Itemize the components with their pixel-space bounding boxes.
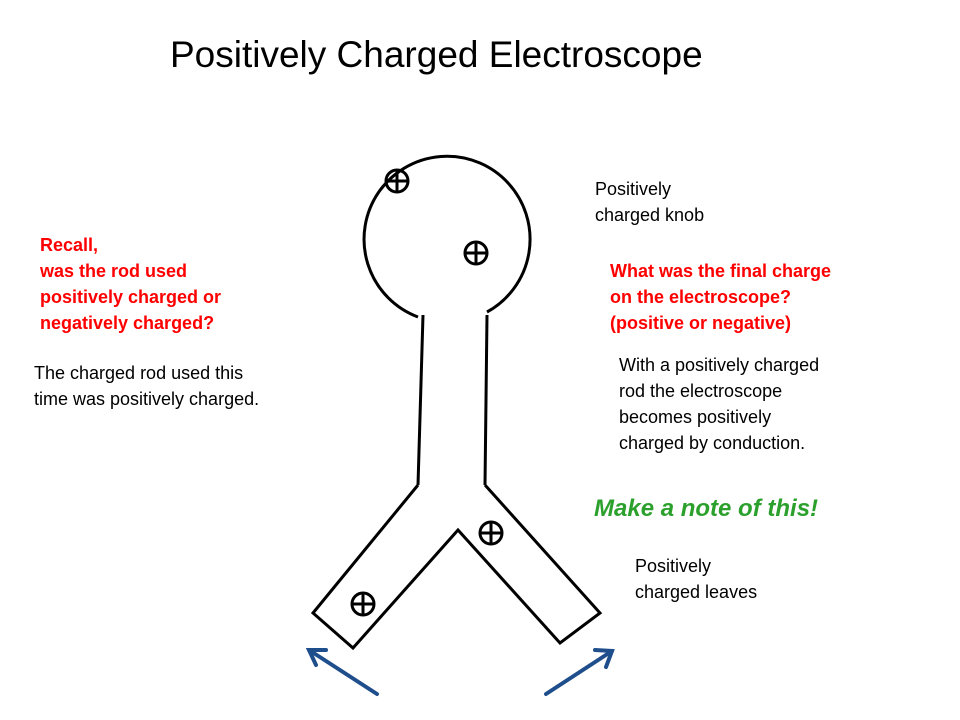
electroscope-stem-left bbox=[416, 314, 425, 486]
arrow-right-icon bbox=[544, 648, 615, 696]
positive-charge-icon bbox=[463, 240, 489, 266]
recall-question: Recall, was the rod used positively char… bbox=[40, 235, 222, 333]
positive-charge-icon bbox=[478, 520, 504, 546]
final-charge-question: What was the final charge on the electro… bbox=[610, 261, 832, 333]
final-charge-answer: With a positively charged rod the electr… bbox=[619, 355, 820, 453]
leaves-label: Positively charged leaves bbox=[635, 556, 758, 602]
note-reminder: Make a note of this! bbox=[594, 495, 819, 522]
positive-charge-icon bbox=[384, 168, 410, 194]
knob-label: Positively charged knob bbox=[595, 179, 705, 225]
page-title: Positively Charged Electroscope bbox=[170, 34, 703, 75]
electroscope-knob bbox=[362, 154, 532, 319]
electroscope-stem-right bbox=[483, 314, 489, 486]
positive-charge-icon bbox=[350, 591, 376, 617]
arrow-left-icon bbox=[305, 648, 379, 696]
electroscope-leaves bbox=[310, 483, 603, 651]
rod-answer: The charged rod used this time was posit… bbox=[34, 363, 260, 409]
